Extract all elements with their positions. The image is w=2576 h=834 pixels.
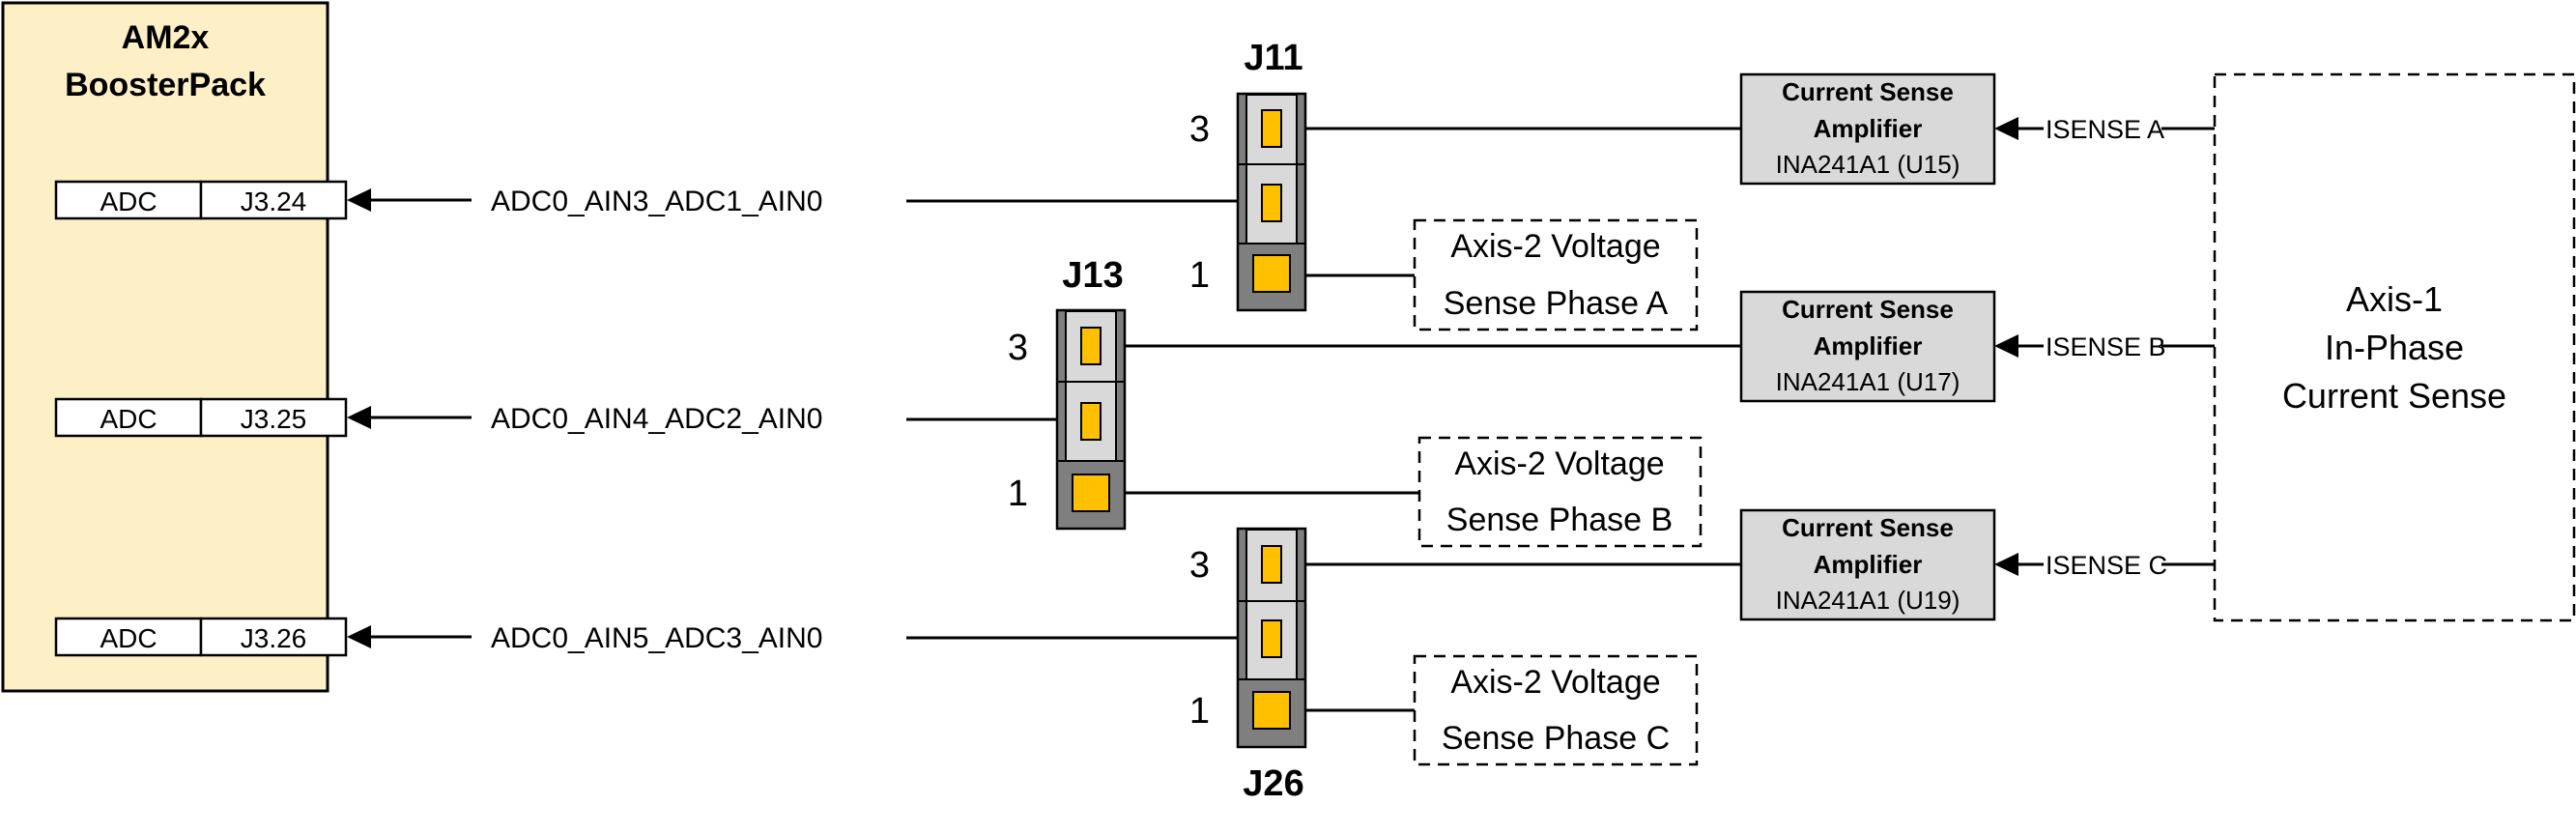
voltage-sense-box (1413, 654, 1699, 766)
voltage-sense-phase-a: Axis-2 Voltage Sense Phase A (1413, 218, 1699, 331)
isense-a-link: ISENSE A (1994, 115, 2215, 144)
isense-label: ISENSE C (2046, 551, 2167, 580)
arrow-head (347, 406, 371, 429)
jumper-name: J11 (1244, 38, 1302, 78)
voltage-sense-box (1417, 436, 1703, 548)
voltage-sense-box (1413, 218, 1699, 331)
jumper-j26: J26 3 1 (1189, 527, 1307, 804)
pin-3 (1261, 545, 1282, 584)
pin-2 (1261, 619, 1282, 658)
port-pin-box (199, 617, 348, 657)
arrow-head (347, 625, 371, 648)
voltage-sense-line1: Axis-2 Voltage (1450, 664, 1660, 701)
axis1-line2: In-Phase (2325, 328, 2464, 367)
isense-c-link: ISENSE C (1994, 551, 2215, 580)
port-pin-label: J3.24 (241, 187, 307, 216)
amplifier-title-line1: Current Sense (1782, 513, 1954, 542)
current-sense-amplifier-u17: Current Sense Amplifier INA241A1 (U17) (1739, 290, 1996, 403)
voltage-sense-wires (1125, 273, 1419, 712)
voltage-sense-phase-c: Axis-2 Voltage Sense Phase C (1413, 654, 1699, 766)
pin-1 (1252, 254, 1291, 293)
signal-label-1: ADC0_AIN3_ADC1_AIN0 (491, 186, 823, 217)
arrow-head (347, 188, 371, 212)
jumper-j13: J13 3 1 (1008, 255, 1127, 531)
port-type-label: ADC (100, 187, 157, 216)
current-sense-amplifier-u19: Current Sense Amplifier INA241A1 (U19) (1739, 508, 1996, 621)
pin-3 (1080, 327, 1102, 365)
signal-label-2: ADC0_AIN4_ADC2_AIN0 (491, 403, 823, 435)
jumper-pin-bottom-label: 1 (1189, 255, 1210, 296)
jumper-name: J13 (1062, 255, 1123, 296)
port-pin-box (199, 180, 348, 220)
pin-2 (1080, 402, 1102, 441)
port-row-1: ADC J3.24 (54, 180, 348, 220)
voltage-sense-phase-b: Axis-2 Voltage Sense Phase B (1417, 436, 1703, 548)
arrow-head (1994, 117, 2018, 140)
jumper-pin-bottom-label: 1 (1008, 474, 1028, 514)
port-row-3: ADC J3.26 (54, 617, 348, 657)
port-pin-label: J3.26 (241, 623, 307, 653)
isense-label: ISENSE A (2046, 115, 2164, 144)
amplifier-title-line2: Amplifier (1814, 550, 1923, 579)
axis1-current-sense-block: Axis-1 In-Phase Current Sense (2213, 72, 2576, 622)
jumper-name: J26 (1243, 763, 1303, 804)
boosterpack-box (1, 1, 329, 693)
boosterpack-title-line1: AM2x (122, 19, 210, 56)
amplifier-title-line2: Amplifier (1814, 331, 1923, 360)
amp-output-wires (1125, 127, 1741, 566)
amplifier-title-line1: Current Sense (1782, 77, 1954, 106)
jumper-pin-bottom-label: 1 (1189, 691, 1210, 732)
voltage-sense-line1: Axis-2 Voltage (1454, 446, 1664, 482)
current-sense-amplifier-u15: Current Sense Amplifier INA241A1 (U15) (1739, 72, 1996, 186)
pin-1 (1072, 474, 1110, 512)
amplifier-title-line1: Current Sense (1782, 295, 1954, 324)
amplifier-box (1739, 508, 1996, 621)
jumper-j11: J11 3 1 (1189, 38, 1307, 312)
pin-3 (1261, 109, 1282, 148)
jumper-pin-top-label: 3 (1189, 545, 1210, 586)
voltage-sense-line2: Sense Phase A (1444, 285, 1669, 322)
signal-label-3: ADC0_AIN5_ADC3_AIN0 (491, 622, 823, 654)
boosterpack-title-line2: BoosterPack (65, 67, 266, 103)
amplifier-title-line2: Amplifier (1814, 114, 1923, 143)
amplifier-part: INA241A1 (U15) (1776, 150, 1961, 179)
amplifier-part: INA241A1 (U19) (1776, 586, 1961, 615)
signal-wires (906, 199, 1238, 640)
arrow-head (1994, 334, 2018, 358)
voltage-sense-line1: Axis-2 Voltage (1450, 228, 1660, 265)
port-type-box (54, 397, 203, 438)
port-type-box (54, 180, 203, 220)
pin-1 (1252, 691, 1291, 730)
port-type-label: ADC (100, 623, 157, 653)
adc-arrows (347, 188, 472, 648)
pin-2 (1261, 184, 1282, 222)
voltage-sense-line2: Sense Phase C (1442, 720, 1670, 757)
port-type-box (54, 617, 203, 657)
axis1-line1: Axis-1 (2346, 279, 2443, 319)
amplifier-box (1739, 290, 1996, 403)
amplifier-box (1739, 72, 1996, 186)
port-type-label: ADC (100, 404, 157, 434)
jumper-pin-top-label: 3 (1008, 328, 1028, 368)
port-pin-box (199, 397, 348, 438)
axis1-line3: Current Sense (2282, 376, 2506, 416)
port-row-2: ADC J3.25 (54, 397, 348, 438)
axis1-box (2213, 72, 2576, 622)
arrow-head (1994, 553, 2018, 576)
boosterpack-block: AM2x BoosterPack (1, 1, 329, 693)
isense-label: ISENSE B (2046, 332, 2166, 361)
amplifier-part: INA241A1 (U17) (1776, 367, 1961, 396)
port-pin-label: J3.25 (241, 404, 307, 434)
jumper-pin-top-label: 3 (1189, 109, 1210, 150)
voltage-sense-line2: Sense Phase B (1446, 502, 1673, 538)
isense-b-link: ISENSE B (1994, 332, 2215, 361)
